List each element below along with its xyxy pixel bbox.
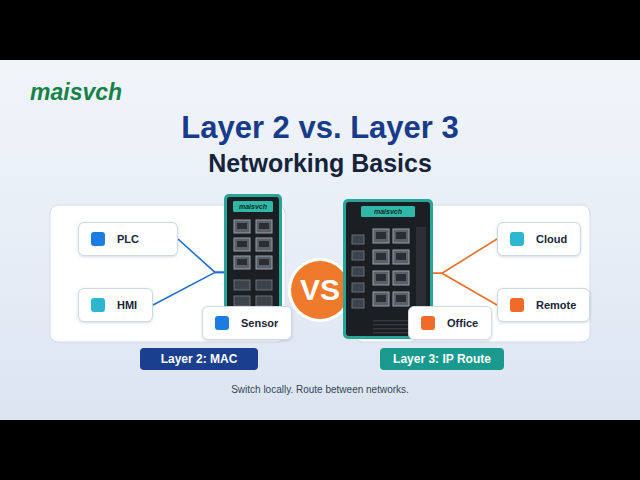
switch-part [237, 223, 247, 229]
switch-part [373, 324, 413, 326]
switch-part [291, 261, 349, 319]
device-name: Sensor [241, 316, 278, 330]
switch-part [396, 295, 406, 302]
brand-logo: maisvch [30, 78, 122, 106]
switch-part [376, 295, 386, 302]
switch-part [373, 320, 413, 322]
switch-part [256, 220, 272, 233]
switch-part [288, 258, 352, 322]
switch-part [259, 241, 269, 247]
status-icon [215, 316, 229, 330]
connector-line [153, 272, 224, 305]
layer-tag-text: Layer 2: MAC [161, 352, 238, 367]
device-box: HMI [78, 288, 153, 322]
device-box: Remote [497, 288, 590, 322]
switch-brand: maisvch [224, 201, 282, 212]
switch-part [376, 232, 386, 239]
switch-part [237, 241, 247, 247]
vs-text: VS [300, 273, 340, 307]
switch-part [373, 250, 389, 264]
status-icon [91, 298, 105, 312]
switch-part [352, 283, 364, 292]
switch-part [256, 280, 272, 290]
device-name: PLC [117, 232, 139, 246]
switch-part [396, 232, 406, 239]
switch-part [256, 238, 272, 251]
status-icon [510, 232, 524, 246]
switch-part [373, 271, 389, 285]
diagram-caption: Switch locally. Route between networks. [0, 383, 640, 396]
device-name: Office [447, 316, 478, 330]
layer-tag: Layer 2: MAC [140, 348, 258, 370]
connector-line [178, 239, 224, 272]
layer-tag: Layer 3: IP Route [380, 348, 504, 370]
switch-part [259, 259, 269, 265]
switch-part [234, 280, 250, 290]
diagram-subtitle: Networking Basics [0, 148, 640, 178]
switch-part [396, 253, 406, 260]
switch-brand: maisvch [343, 206, 433, 217]
device-box: Office [408, 306, 492, 340]
switch-part [237, 259, 247, 265]
switch-part [352, 299, 364, 308]
switch-part [376, 274, 386, 281]
layer-tag-text: Layer 3: IP Route [393, 352, 491, 367]
switch-part [234, 220, 250, 233]
switch-part [376, 253, 386, 260]
switch-part [393, 271, 409, 285]
switch-part [259, 223, 269, 229]
switch-part [256, 256, 272, 269]
switch-part [373, 332, 413, 334]
device-name: HMI [117, 298, 137, 312]
switch-part [352, 267, 364, 276]
switch-part [396, 274, 406, 281]
switch-part [256, 296, 272, 306]
switch-part [373, 328, 413, 330]
diagram-title: Layer 2 vs. Layer 3 [0, 110, 640, 146]
switch-part [234, 256, 250, 269]
device-box: PLC [78, 222, 178, 256]
switch-part [234, 238, 250, 251]
device-name: Cloud [536, 232, 567, 246]
switch-part [393, 250, 409, 264]
switch-part [234, 296, 250, 306]
connector-line [433, 239, 497, 273]
status-icon [91, 232, 105, 246]
switch-part [393, 229, 409, 243]
switch-part [352, 251, 364, 260]
status-icon [421, 316, 435, 330]
switch-part [373, 292, 389, 306]
switch-part [352, 235, 364, 244]
connector-line [433, 273, 497, 305]
device-name: Remote [536, 298, 576, 312]
device-box: Cloud [497, 222, 581, 256]
device-box: Sensor [202, 306, 292, 340]
status-icon [510, 298, 524, 312]
switch-part [373, 229, 389, 243]
switch-part [393, 292, 409, 306]
